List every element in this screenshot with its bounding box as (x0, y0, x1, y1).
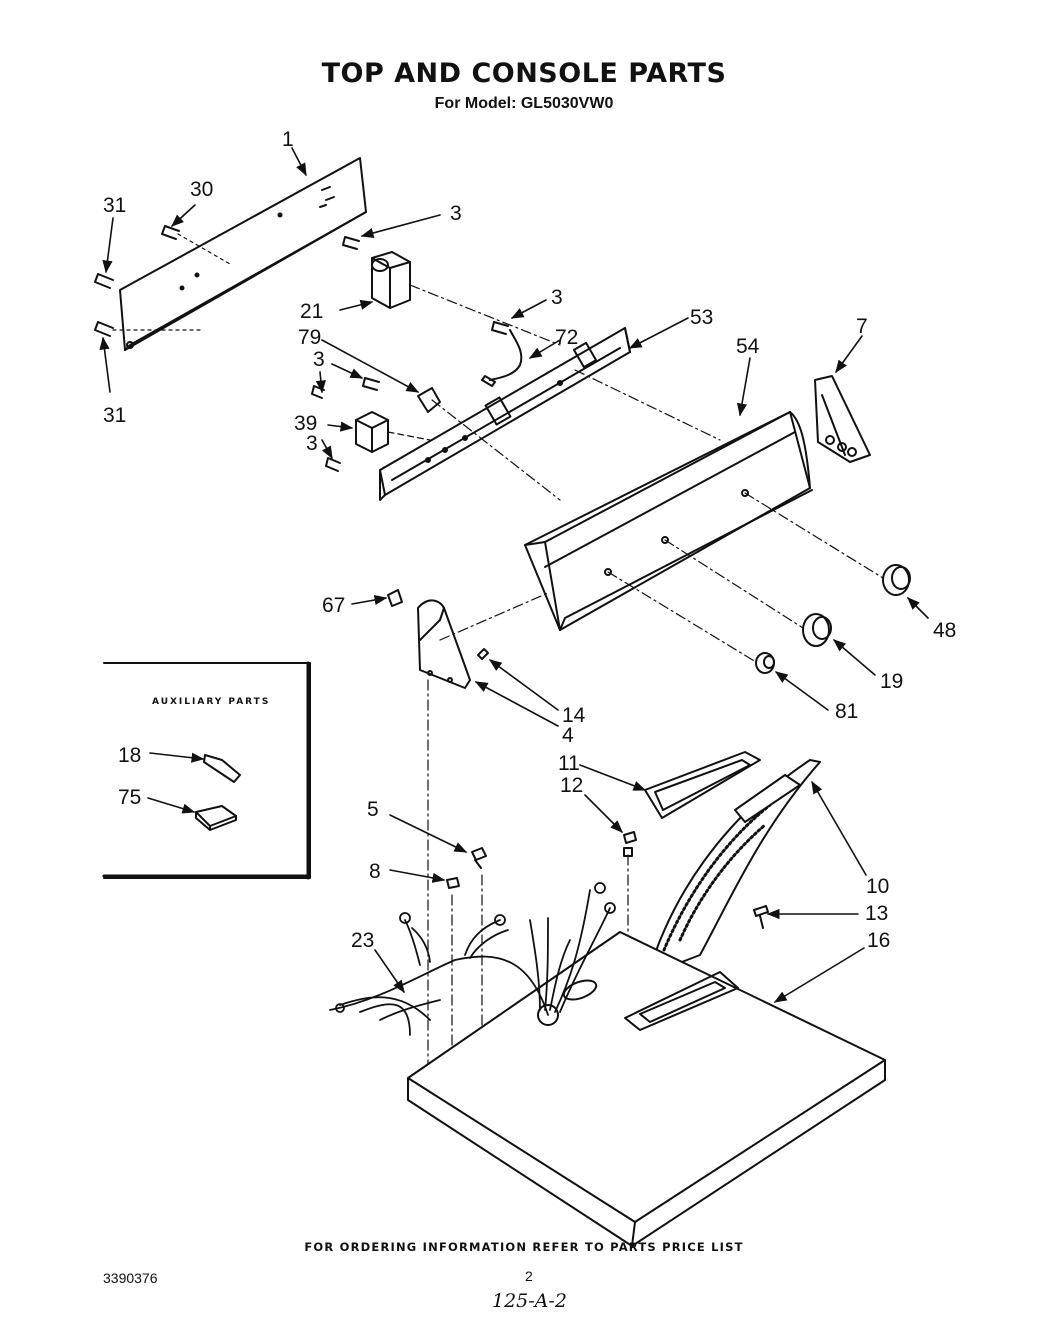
callout-1: 1 (282, 128, 294, 151)
wire-72 (481, 329, 523, 387)
model-subtitle: For Model: GL5030VW0 (434, 95, 614, 112)
callout-31-bottom: 31 (103, 404, 126, 427)
callout-81: 81 (835, 700, 858, 723)
wiring-harness-23 (329, 882, 616, 1036)
callout-30: 30 (190, 178, 213, 201)
callout-72: 72 (555, 326, 578, 349)
screw-14 (477, 648, 489, 660)
cabinet-top-16 (407, 931, 886, 1247)
part-75 (147, 797, 237, 831)
callout-48: 48 (933, 619, 956, 642)
callout-3-c: 3 (313, 348, 325, 371)
ordering-note: FOR ORDERING INFORMATION REFER TO PARTS … (304, 1240, 744, 1254)
lint-cover-11 (644, 751, 761, 819)
screw-30 (161, 225, 231, 265)
screw-3-e (325, 457, 341, 472)
auxiliary-parts-box (102, 661, 311, 880)
callout-5: 5 (367, 798, 379, 821)
callout-13: 13 (865, 902, 888, 925)
timer-21 (371, 251, 561, 346)
callout-3-d: 3 (306, 432, 318, 455)
screw-3-a (342, 236, 360, 250)
clip-5 (471, 847, 487, 869)
screw-12 (623, 831, 637, 857)
lint-screen-10 (647, 759, 821, 976)
console-back-panel (119, 157, 367, 351)
callout-16: 16 (867, 929, 890, 952)
screw-31-top (94, 273, 114, 289)
callout-53: 53 (690, 306, 713, 329)
end-cap-left-4 (417, 592, 549, 689)
auxiliary-parts-title: AUXILIARY PARTS (152, 697, 270, 707)
callout-labels: 1 30 31 31 3 21 3 53 79 72 3 54 7 39 3 6… (103, 128, 956, 952)
screw-3-b (491, 321, 509, 335)
callout-14: 14 (562, 704, 586, 727)
callout-3-b: 3 (551, 286, 563, 309)
callout-31-top: 31 (103, 194, 126, 217)
callout-39: 39 (294, 412, 317, 435)
callout-3-a: 3 (450, 202, 462, 225)
switch-79 (417, 387, 561, 501)
leader-lines (99, 147, 929, 1003)
callout-54: 54 (736, 335, 760, 358)
callout-67: 67 (322, 594, 345, 617)
callout-79: 79 (298, 326, 321, 349)
callout-12: 12 (560, 774, 583, 797)
screw-31-bottom (94, 321, 201, 337)
part-18 (149, 752, 241, 783)
end-cap-right-7 (814, 375, 871, 463)
callout-7: 7 (856, 315, 868, 338)
callout-8: 8 (369, 860, 381, 883)
control-bracket-53 (379, 327, 631, 501)
callout-75: 75 (118, 786, 141, 809)
clip-67 (387, 589, 403, 607)
knob-81 (607, 571, 775, 674)
clip-8 (446, 877, 460, 889)
screw-3-c (362, 377, 380, 391)
callout-11: 11 (558, 752, 580, 775)
callout-10: 10 (866, 875, 889, 898)
console-54 (524, 369, 813, 631)
callout-21: 21 (300, 300, 323, 323)
knob-48 (744, 492, 911, 596)
page-title: TOP AND CONSOLE PARTS (321, 58, 727, 89)
page-number: 2 (525, 1268, 533, 1284)
callout-19: 19 (880, 670, 903, 693)
switch-39 (355, 411, 431, 453)
handwritten-code: 125-A-2 (492, 1290, 567, 1312)
document-number: 3390376 (103, 1270, 158, 1286)
callout-4: 4 (562, 724, 574, 747)
callout-18: 18 (118, 744, 141, 767)
callout-23: 23 (351, 929, 374, 952)
screw-13 (753, 905, 769, 929)
knob-19 (664, 539, 832, 647)
